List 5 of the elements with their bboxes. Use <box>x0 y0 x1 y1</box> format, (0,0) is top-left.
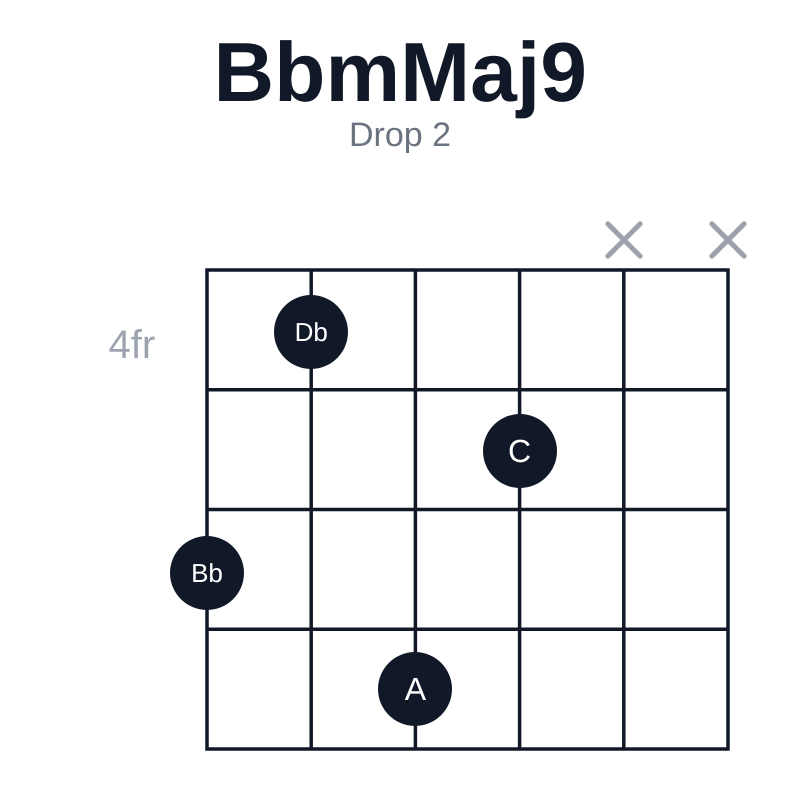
fret-number-label: 4fr <box>108 322 156 369</box>
finger-position-dot: C <box>482 414 557 488</box>
finger-position-dot: Db <box>274 295 348 369</box>
finger-position-dot: A <box>378 652 452 726</box>
finger-position-dot: Bb <box>170 536 244 610</box>
